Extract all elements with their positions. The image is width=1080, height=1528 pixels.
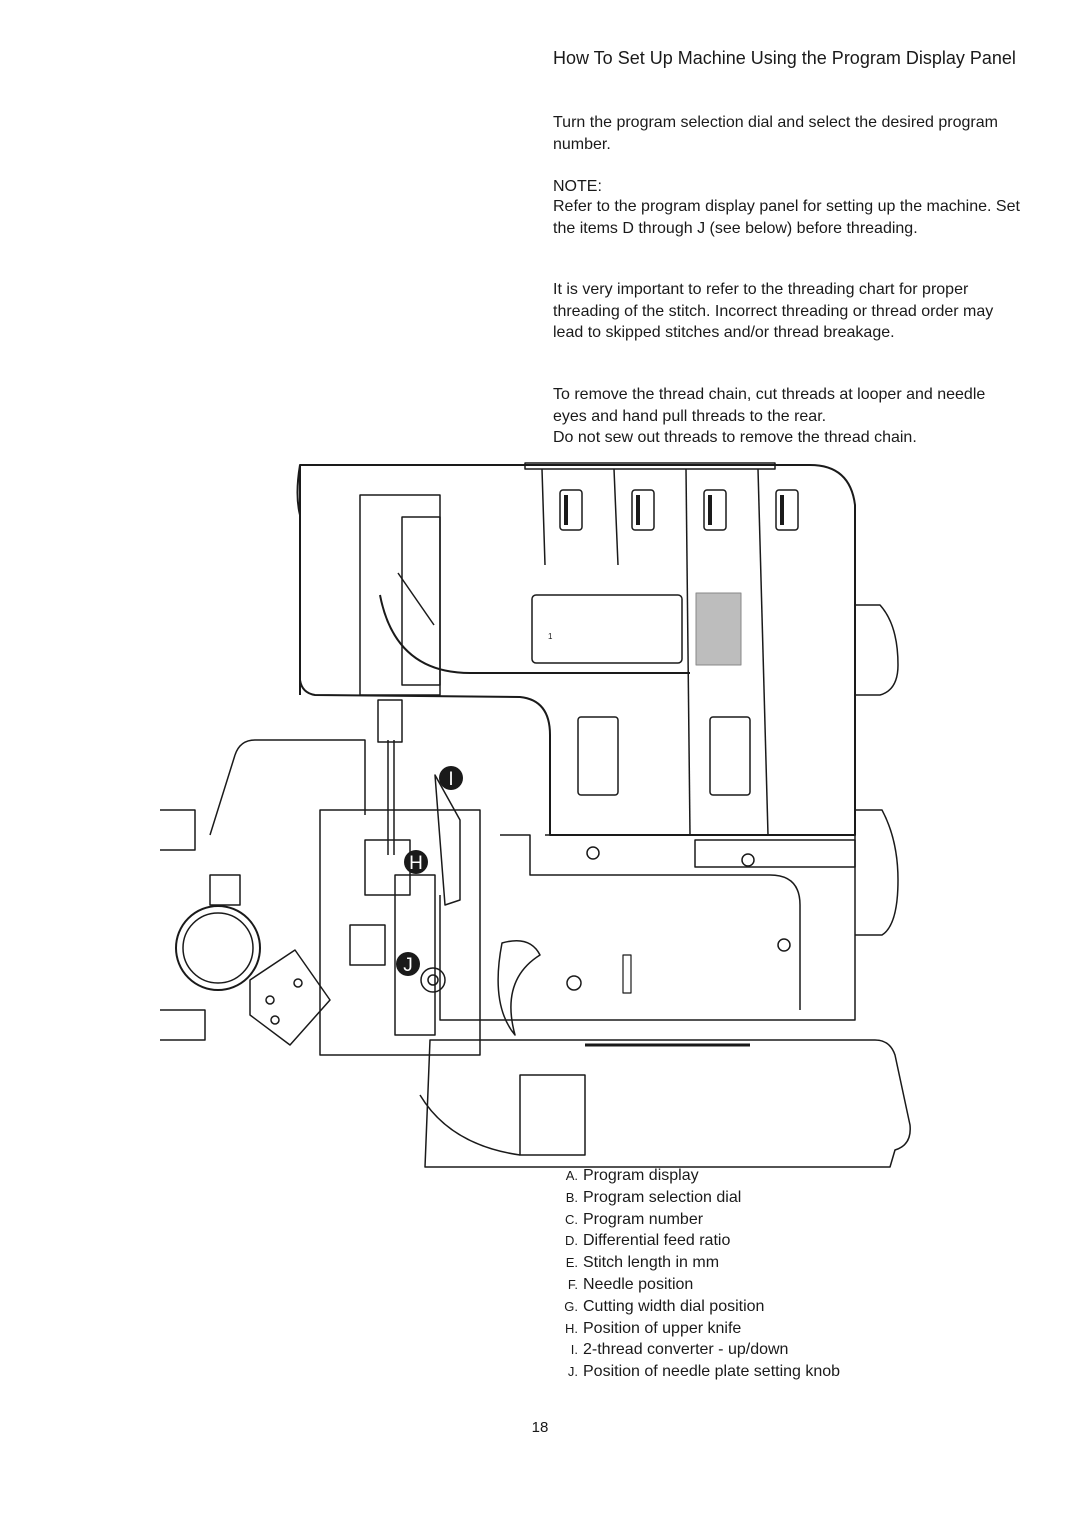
- note-paragraph: Refer to the program display panel for s…: [553, 198, 1020, 237]
- legend-item: F.Needle position: [567, 1275, 694, 1293]
- legend-item: B.Program selection dial: [565, 1188, 742, 1206]
- legend-item: D.Differential feed ratio: [565, 1232, 731, 1250]
- legend-item: J.Position of needle plate setting knob: [567, 1363, 841, 1381]
- legend-item: E.Stitch length in mm: [565, 1254, 720, 1272]
- serger-machine-diagram: 1 I H J: [160, 462, 911, 1168]
- note-label: NOTE:: [553, 178, 602, 195]
- section-heading: How To Set Up Machine Using the Program …: [553, 48, 1016, 68]
- page-number: 18: [531, 1419, 549, 1436]
- callout-j: J: [396, 952, 420, 976]
- instructions-column: How To Set Up Machine Using the Program …: [553, 48, 1023, 446]
- callout-i: I: [439, 766, 463, 790]
- program-display: [531, 594, 683, 664]
- display-digit: 1: [548, 632, 553, 641]
- tension-dials: [559, 489, 799, 531]
- legend-item: H.Position of upper knife: [565, 1319, 742, 1337]
- thread-chain-warning-paragraph: Do not sew out threads to remove the thr…: [553, 429, 917, 446]
- svg-text:H: H: [409, 853, 423, 874]
- thread-chain-removal-paragraph: To remove the thread chain, cut threads …: [553, 386, 986, 425]
- legend-item: A.Program display: [565, 1167, 699, 1184]
- callout-h: H: [404, 850, 428, 874]
- svg-text:I: I: [448, 769, 453, 790]
- intro-paragraph: Turn the program selection dial and sele…: [553, 114, 998, 153]
- program-chart-panel: [695, 592, 742, 666]
- legend-item: G.Cutting width dial position: [564, 1297, 765, 1315]
- thread-guides: [541, 468, 769, 836]
- legend-item: I.2-thread converter - up/down: [570, 1341, 789, 1359]
- svg-text:J: J: [403, 955, 413, 976]
- threading-warning-paragraph: It is very important to refer to the thr…: [553, 281, 994, 341]
- parts-legend: A.Program display B.Program selection di…: [553, 1165, 840, 1383]
- legend-item: C.Program number: [565, 1210, 704, 1228]
